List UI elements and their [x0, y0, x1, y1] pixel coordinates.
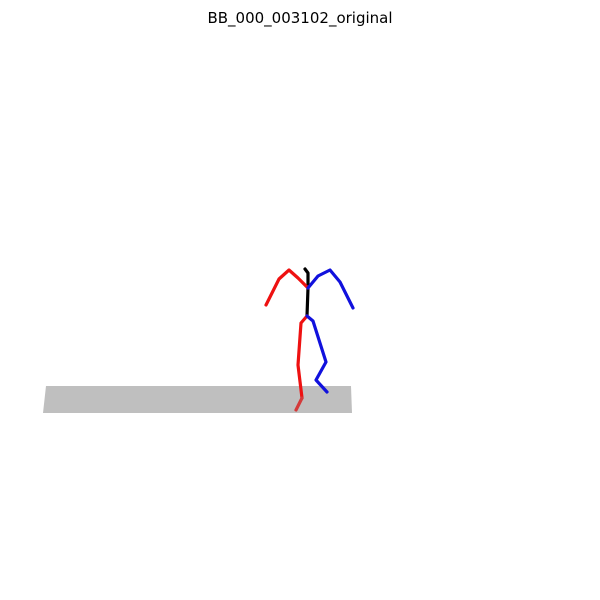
figure-title: BB_000_003102_original — [207, 9, 393, 27]
right-foot-bone — [294, 396, 304, 412]
left-leg-bone — [305, 314, 329, 394]
right-leg-bone — [296, 314, 309, 400]
skeleton-figure — [264, 267, 355, 412]
left-arm-bone — [306, 268, 355, 310]
ground-plane — [43, 386, 352, 413]
spine-bone — [303, 267, 310, 318]
right-arm-bone — [264, 268, 310, 307]
